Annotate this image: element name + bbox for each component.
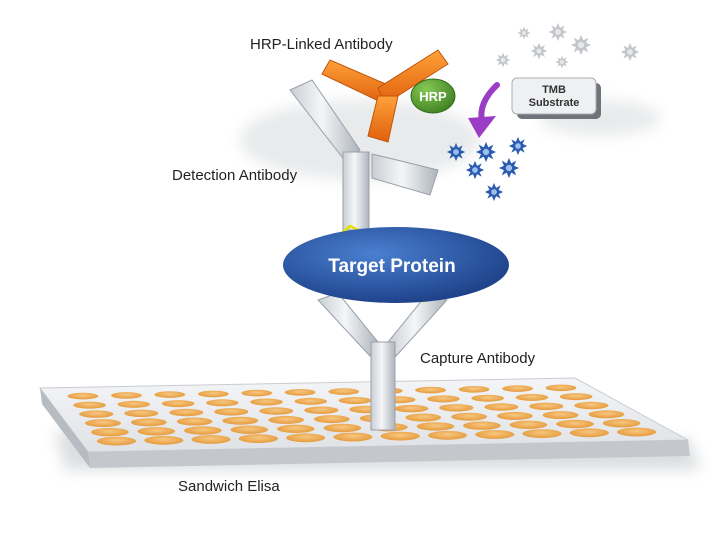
detection-antibody xyxy=(289,79,439,234)
tmb-label-line2: Substrate xyxy=(529,97,580,109)
plate-well xyxy=(230,425,269,434)
plate-well xyxy=(259,407,294,415)
plate-well xyxy=(484,403,519,411)
plate-well xyxy=(214,408,249,416)
gray-star-burst-icon xyxy=(495,22,640,69)
plate-well xyxy=(338,397,372,404)
plate-well xyxy=(602,419,641,428)
plate-well xyxy=(323,423,362,433)
target-protein-label: Target Protein xyxy=(328,256,455,277)
plate-well xyxy=(241,389,273,397)
plate-well xyxy=(96,436,137,446)
plate-well xyxy=(569,428,609,438)
plate-well xyxy=(206,399,239,407)
plate-well xyxy=(268,415,304,424)
plate-well xyxy=(161,400,195,408)
plate-well xyxy=(475,430,515,439)
plate-well xyxy=(144,435,184,445)
plate-well xyxy=(427,430,468,440)
plate-well xyxy=(85,419,121,428)
tmb-substrate-box: TMB Substrate xyxy=(511,77,601,119)
plate-well xyxy=(184,426,222,435)
plate-well xyxy=(617,427,657,437)
detection-antibody-label: Detection Antibody xyxy=(172,167,298,184)
plate-well xyxy=(294,397,328,405)
plate-well xyxy=(542,411,579,420)
plate-well xyxy=(284,389,316,396)
plate-well xyxy=(427,395,460,403)
plate-well xyxy=(451,412,487,421)
plate-well xyxy=(277,424,315,433)
plate-well xyxy=(154,391,186,398)
plate-well xyxy=(559,393,593,401)
plate-well xyxy=(458,386,490,393)
plate-well xyxy=(197,390,229,398)
tmb-label-line1: TMB xyxy=(542,84,566,96)
plate-well xyxy=(176,417,213,426)
hrp-linked-antibody-label: HRP-Linked Antibody xyxy=(250,36,393,53)
plate-well xyxy=(394,404,429,413)
plate-well xyxy=(522,429,562,438)
plate-well xyxy=(313,415,350,424)
plate-well xyxy=(416,422,455,431)
plate-well xyxy=(67,392,99,400)
plate-well xyxy=(328,388,360,395)
plate-well xyxy=(169,408,204,417)
detection-binding-site xyxy=(341,224,361,234)
plate-well xyxy=(471,394,505,402)
plate-well xyxy=(502,385,533,392)
plate-well xyxy=(191,435,231,444)
plate-well xyxy=(222,416,259,425)
plate-well xyxy=(124,409,159,417)
hrp-linked-antibody xyxy=(321,49,449,143)
plate-well xyxy=(556,419,594,429)
plate-well xyxy=(238,434,278,443)
microplate xyxy=(39,377,690,468)
curved-arrow-icon xyxy=(468,82,500,138)
plate-well xyxy=(333,432,373,442)
hrp-enzyme: HRP xyxy=(410,78,456,114)
target-protein: Target Protein xyxy=(283,227,509,303)
plate-well xyxy=(463,421,501,430)
plate-well xyxy=(380,431,420,441)
plate-well xyxy=(79,410,114,418)
plate-well xyxy=(117,400,151,408)
plate-well xyxy=(304,406,339,414)
plate-well xyxy=(497,411,533,420)
plate-well xyxy=(73,401,106,409)
plate-well xyxy=(250,398,283,406)
plate-well xyxy=(286,433,326,443)
plate-well xyxy=(130,418,167,427)
plate-well xyxy=(574,401,609,410)
plate-well xyxy=(515,393,549,401)
plate-well xyxy=(91,427,129,437)
plate-well xyxy=(509,420,548,429)
hrp-label: HRP xyxy=(419,89,447,104)
plate-well xyxy=(588,410,625,419)
plate-well xyxy=(415,386,446,394)
plate-well xyxy=(111,392,142,399)
capture-antibody-label: Capture Antibody xyxy=(420,350,536,367)
plate-well xyxy=(545,384,577,392)
plate-well xyxy=(439,404,474,412)
plate-well xyxy=(137,427,176,436)
plate-well xyxy=(405,413,442,422)
sandwich-elisa-label: Sandwich Elisa xyxy=(178,478,280,495)
plate-well xyxy=(529,402,564,410)
